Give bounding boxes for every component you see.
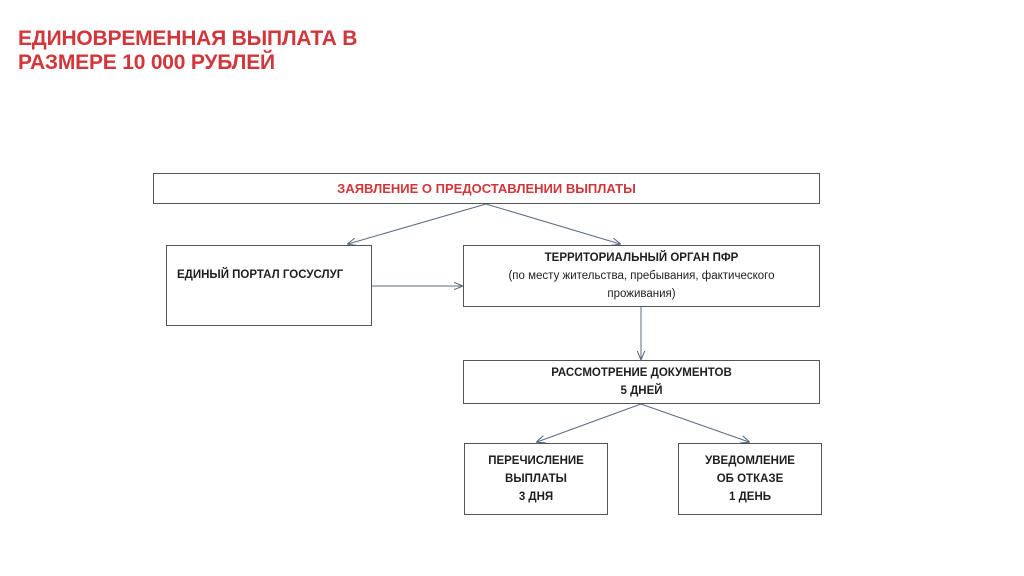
pfr-territorial-body-title: ТЕРРИТОРИАЛЬНЫЙ ОРГАН ПФР <box>544 252 739 264</box>
refusal-notice-box: УВЕДОМЛЕНИЕ ОБ ОТКАЗЕ 1 ДЕНЬ <box>678 443 822 515</box>
arrow-application-to-territorial <box>485 203 620 244</box>
application-box: ЗАЯВЛЕНИЕ О ПРЕДОСТАВЛЕНИИ ВЫПЛАТЫ <box>153 173 820 204</box>
application-label: ЗАЯВЛЕНИЕ О ПРЕДОСТАВЛЕНИИ ВЫПЛАТЫ <box>337 180 636 196</box>
document-review-title: РАССМОТРЕНИЕ ДОКУМЕНТОВ <box>551 367 732 379</box>
page-title-line-2: РАЗМЕРЕ 10 000 РУБЛЕЙ <box>18 51 275 74</box>
payment-transfer-line-1: ПЕРЕЧИСЛЕНИЕ <box>488 455 584 467</box>
arrow-review-to-refusal <box>640 403 749 442</box>
pfr-territorial-body-note-line-1: (по месту жительства, пребывания, фактич… <box>508 270 775 282</box>
payment-transfer-line-2: ВЫПЛАТЫ <box>505 473 567 485</box>
refusal-notice-duration: 1 ДЕНЬ <box>728 491 772 503</box>
document-review-box: РАССМОТРЕНИЕ ДОКУМЕНТОВ 5 ДНЕЙ <box>463 360 820 404</box>
refusal-notice-line-1: УВЕДОМЛЕНИЕ <box>705 455 795 467</box>
gosuslugi-portal-box: ЕДИНЫЙ ПОРТАЛ ГОСУСЛУГ <box>166 245 372 326</box>
pfr-territorial-body-note-line-2: проживания) <box>607 288 676 300</box>
page-title-line-1: ЕДИНОВРЕМЕННАЯ ВЫПЛАТА В <box>18 27 358 50</box>
arrow-application-to-portal <box>348 203 487 244</box>
gosuslugi-portal-label: ЕДИНЫЙ ПОРТАЛ ГОСУСЛУГ <box>177 269 344 281</box>
document-review-duration: 5 ДНЕЙ <box>620 385 663 397</box>
arrow-review-to-transfer <box>537 403 642 442</box>
refusal-notice-line-2: ОБ ОТКАЗЕ <box>716 473 784 485</box>
pfr-territorial-body-box: ТЕРРИТОРИАЛЬНЫЙ ОРГАН ПФР (по месту жите… <box>463 245 820 307</box>
payment-transfer-duration: 3 ДНЯ <box>518 491 554 503</box>
payment-transfer-box: ПЕРЕЧИСЛЕНИЕ ВЫПЛАТЫ 3 ДНЯ <box>464 443 608 515</box>
page-title: ЕДИНОВРЕМЕННАЯ ВЫПЛАТА В РАЗМЕРЕ 10 000 … <box>18 27 438 75</box>
